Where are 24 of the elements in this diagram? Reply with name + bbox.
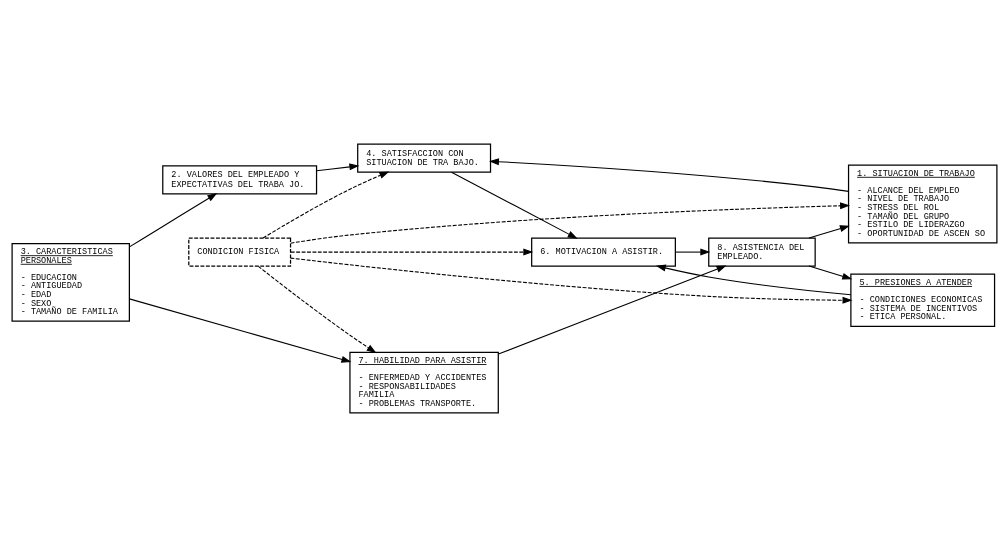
arrow <box>674 248 710 256</box>
arrow <box>655 264 851 296</box>
arrow <box>488 158 849 192</box>
node-box: 6. MOTIVACION A ASISTIR. <box>530 237 676 267</box>
node-box: 2. VALORES DEL EMPLEADO Y EXPECTATIVAS DEL TRABA JO. <box>161 165 317 195</box>
arrow <box>497 265 727 355</box>
arrow <box>128 298 351 363</box>
arrow <box>807 265 852 280</box>
arrow <box>289 248 533 256</box>
arrow <box>262 171 389 239</box>
node-box: 5. PRESIONES A ATENDER - CONDICIONES ECONOMICAS - SISTEMA DE INCENTIVOS - ETICA PERSONAL. <box>849 273 995 327</box>
arrow <box>807 225 850 239</box>
node-box: CONDICION FISICA <box>187 237 291 267</box>
arrow <box>289 257 852 304</box>
arrow <box>315 163 359 172</box>
arrow <box>289 202 850 244</box>
node-box: 8. ASISTENCIA DEL EMPLEADO. <box>707 237 816 267</box>
arrow <box>257 265 377 354</box>
arrow <box>128 193 217 248</box>
arrow <box>450 171 578 239</box>
node-box: 3. CARACTERISTICAS PERSONALES - EDUCACION - ANTIGUEDAD - EDAD - SEXO - TAMAÑO DE FAMILIA <box>11 242 130 322</box>
node-box: 4. SATISFACCION CON SITUACION DE TRA BAJO. <box>356 143 491 173</box>
node-box: 7. HABILIDAD PARA ASISTIR - ENFERMEDAD Y ACCIDENTES - RESPONSABILIDADES FAMILIA - PROBLEMAS TRANSPORTE. <box>348 351 499 414</box>
node-box: 1. SITUACION DE TRABAJO - ALCANCE DEL EMPLEO - NIVEL DE TRABAJO - STRESS DEL ROL - TAMAÑO DEL GRUPO - ESTILO DE LIDERAZGO - OPORTUNIDAD DE ASCEN SO <box>847 164 997 244</box>
